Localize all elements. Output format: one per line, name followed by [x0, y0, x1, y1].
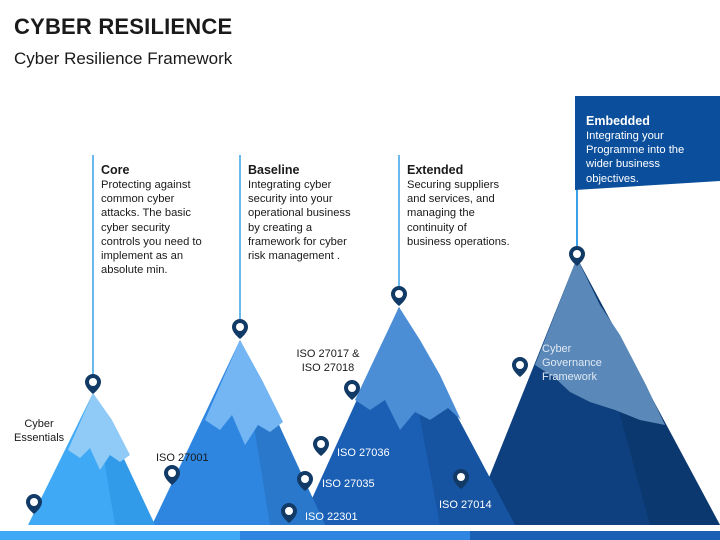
- label-iso-27035: ISO 27035: [322, 478, 375, 490]
- pin-extended-peak: [391, 286, 407, 306]
- label-iso-27001: ISO 27001: [156, 452, 209, 464]
- pin-iso-27017: [344, 380, 360, 400]
- stage-baseline-text: Integrating cyber security into your ope…: [248, 179, 351, 263]
- stage-baseline-title: Baseline: [248, 163, 300, 177]
- stage-extended-title: Extended: [407, 163, 464, 177]
- stage-core: Core Protecting against common cyber att…: [101, 162, 219, 277]
- mountain-core: [28, 393, 155, 525]
- label-iso-27017-27018: ISO 27017 & ISO 27018: [296, 348, 360, 374]
- pin-cyber-essentials: [26, 494, 42, 514]
- stage-embedded-title: Embedded: [586, 114, 650, 128]
- pin-iso-27001: [164, 465, 180, 485]
- label-cyber-governance: Cyber Governance Framework: [542, 343, 602, 383]
- page-title: CYBER RESILIENCE: [14, 14, 233, 39]
- label-cyber-essentials: Cyber Essentials: [14, 418, 65, 444]
- stage-extended-text: Securing suppliers and services, and man…: [407, 179, 510, 248]
- page-subtitle: Cyber Resilience Framework: [14, 49, 233, 68]
- label-iso-27036: ISO 27036: [337, 447, 390, 459]
- pin-iso-22301: [281, 503, 297, 523]
- pins: [26, 246, 585, 523]
- stage-core-title: Core: [101, 163, 130, 177]
- pin-iso-27036: [313, 436, 329, 456]
- stage-extended: Extended Securing suppliers and services…: [407, 162, 531, 249]
- stage-core-text: Protecting against common cyber attacks.…: [101, 179, 202, 277]
- pin-iso-27035: [297, 471, 313, 491]
- mountain-extended: [300, 307, 515, 525]
- embedded-flag: [575, 96, 720, 190]
- stage-embedded: Embedded Integrating your Programme into…: [586, 113, 714, 186]
- label-iso-22301: ISO 22301: [305, 511, 358, 523]
- stage-embedded-text: Integrating your Programme into the wide…: [586, 130, 685, 185]
- pin-baseline-peak: [232, 319, 248, 339]
- pin-core-peak: [85, 374, 101, 394]
- pin-cyber-governance: [512, 357, 528, 377]
- pin-iso-27014: [453, 469, 469, 489]
- mountain-embedded: [470, 258, 720, 525]
- label-iso-27014: ISO 27014: [439, 499, 492, 511]
- stage-baseline: Baseline Integrating cyber security into…: [248, 162, 368, 263]
- pin-embedded-peak: [569, 246, 585, 266]
